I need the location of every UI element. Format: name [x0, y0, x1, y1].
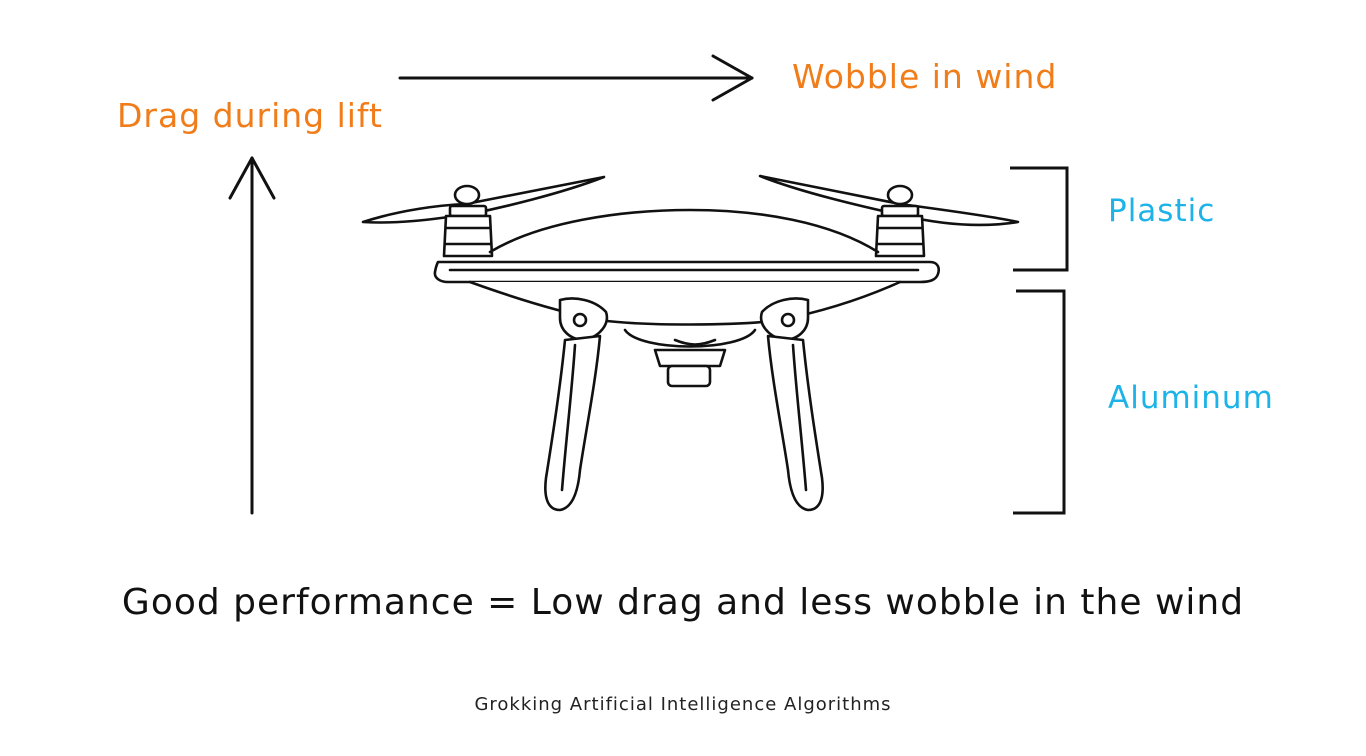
wobble-arrow [398, 54, 754, 102]
drag-label: Drag during lift [117, 96, 383, 135]
wobble-label: Wobble in wind [792, 57, 1058, 96]
performance-equation: Good performance = Low drag and less wob… [121, 582, 1245, 623]
plastic-bracket [1010, 166, 1069, 272]
book-title-footer: Grokking Artificial Intelligence Algorit… [474, 694, 892, 715]
quadcopter-drone-icon [361, 174, 1020, 512]
plastic-label: Plastic [1108, 193, 1216, 229]
aluminum-label: Aluminum [1108, 380, 1274, 416]
drag-arrow [228, 156, 276, 515]
aluminum-bracket [1013, 289, 1066, 515]
